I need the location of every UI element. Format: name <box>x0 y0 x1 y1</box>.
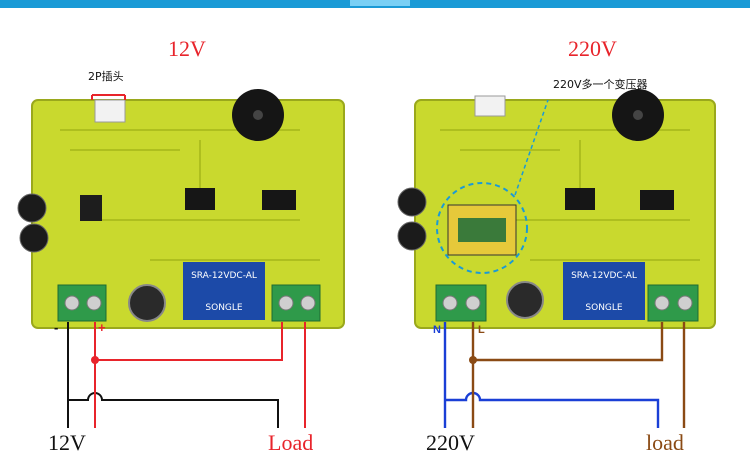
pcb-12v: SRA-12VDC-AL SONGLE <box>17 89 345 329</box>
connector-label: 2P插头 <box>88 70 124 83</box>
capacitor <box>128 284 166 322</box>
relay <box>563 262 645 320</box>
svg-text:SRA-12VDC-AL: SRA-12VDC-AL <box>191 271 257 281</box>
title-12v: 12V <box>168 36 206 61</box>
ic-chip <box>185 188 215 210</box>
svg-text:SONGLE: SONGLE <box>205 303 243 313</box>
load-label-220v: load <box>646 430 684 455</box>
power-label-220v: 220V <box>426 430 475 455</box>
capacitor <box>506 281 544 319</box>
capacitor <box>19 223 49 253</box>
capacitor <box>17 193 47 223</box>
relay <box>183 262 265 320</box>
wiring-220v <box>443 322 686 428</box>
2p-connector <box>94 99 126 123</box>
wiring-12v <box>67 94 306 428</box>
plus-label: + <box>98 320 106 335</box>
capacitor <box>397 187 427 217</box>
ic-chip <box>640 190 674 210</box>
transformer-highlight <box>436 182 528 274</box>
load-label-12v: Load <box>268 430 314 455</box>
minus-label: - <box>54 320 59 335</box>
2p-connector <box>474 95 506 117</box>
l-label: L <box>478 324 485 336</box>
ic-chip <box>262 190 296 210</box>
n-label: N <box>433 324 441 336</box>
transformer-callout-label: 220V多一个变压器 <box>553 78 648 91</box>
svg-text:SONGLE: SONGLE <box>585 303 623 313</box>
capacitor <box>397 221 427 251</box>
banner-accent <box>350 0 410 6</box>
pcb-220v: SRA-12VDC-AL SONGLE <box>397 89 716 329</box>
svg-text:SRA-12VDC-AL: SRA-12VDC-AL <box>571 271 637 281</box>
title-220v: 220V <box>568 36 617 61</box>
power-label-12v: 12V <box>48 430 86 455</box>
ic-chip <box>565 188 595 210</box>
